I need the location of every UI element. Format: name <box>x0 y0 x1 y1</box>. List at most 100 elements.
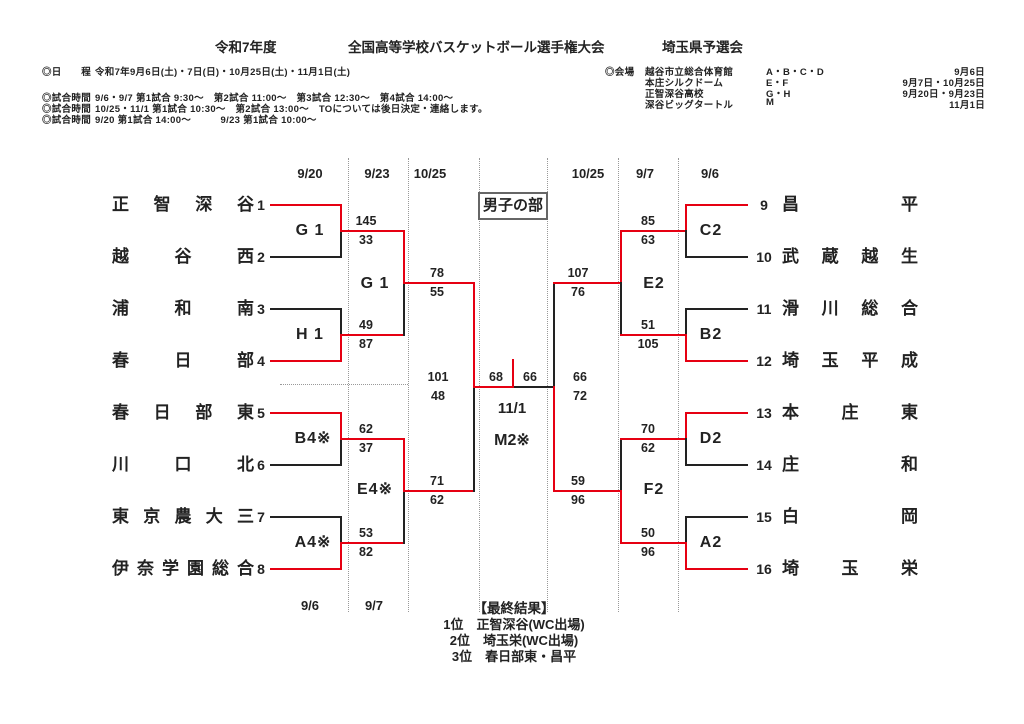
bracket-line <box>270 308 342 310</box>
bracket-line <box>687 412 748 414</box>
bracket-line <box>553 282 622 284</box>
venue-date: 9月20日・9月23日 <box>902 89 985 100</box>
game-score: 62 <box>430 493 444 507</box>
game-code: D2 <box>699 430 723 447</box>
final-score-right: 66 <box>523 370 537 384</box>
bracket-line <box>473 282 475 388</box>
gametime-text: 10/25・11/1 第1試合 10:30～ 第2試合 13:00～ TOについ… <box>95 104 488 115</box>
venue-courts: E・F <box>766 78 789 89</box>
bracket-line <box>340 412 342 440</box>
bracket-line <box>340 516 342 544</box>
column-divider <box>678 158 679 612</box>
game-score: 96 <box>571 493 585 507</box>
game-score: 66 <box>573 370 587 384</box>
game-score: 101 <box>427 370 449 384</box>
bracket-line <box>270 412 342 414</box>
team-name: 庄和 <box>782 455 918 474</box>
venue-name: 正智深谷高校 <box>645 89 704 100</box>
bracket-line <box>620 230 622 284</box>
fiscal-year-label: 令和7年度 <box>215 40 277 55</box>
bracket-line <box>685 412 687 440</box>
bracket-line <box>687 204 748 206</box>
seed-number: 14 <box>756 457 772 473</box>
seed-number: 1 <box>257 197 265 213</box>
game-score: 62 <box>641 441 655 455</box>
bracket-line <box>685 308 687 336</box>
bracket-line <box>620 230 687 232</box>
bracket-line <box>685 204 687 232</box>
column-divider <box>408 158 409 612</box>
game-score: 87 <box>359 337 373 351</box>
seed-number: 11 <box>756 301 772 317</box>
final-line <box>514 386 555 388</box>
bracket-line <box>553 282 555 388</box>
bracket-line <box>340 542 405 544</box>
game-score: 55 <box>430 285 444 299</box>
final-results-line: 1位 正智深谷(WC出場) <box>443 617 585 632</box>
venue-courts: A・B・C・D <box>766 67 825 78</box>
bracket-line <box>620 438 622 492</box>
bracket-line <box>340 438 405 440</box>
game-code: E4※ <box>357 481 393 498</box>
game-score: 76 <box>571 285 585 299</box>
bracket-line <box>687 360 748 362</box>
venue-label: ◎会場 <box>605 67 635 78</box>
team-name: 伊奈学園総合 <box>112 559 254 578</box>
gametime-label: ◎試合時間 <box>42 93 92 104</box>
column-date: 9/20 <box>297 166 323 181</box>
bracket-line <box>340 230 405 232</box>
bracket-line <box>685 334 687 362</box>
game-score: 85 <box>641 214 655 228</box>
game-code: A2 <box>699 534 723 551</box>
bracket-line <box>403 282 475 284</box>
venue-courts: G・H <box>766 89 791 100</box>
game-code: G 1 <box>360 275 390 292</box>
game-score: 62 <box>359 422 373 436</box>
venue-date: 9月7日・10月25日 <box>902 78 985 89</box>
column-divider <box>547 158 548 612</box>
bracket-line <box>270 256 342 258</box>
bracket-line <box>687 256 748 258</box>
team-name: 埼玉栄 <box>782 559 918 578</box>
bracket-line <box>270 360 342 362</box>
bracket-line <box>340 230 342 258</box>
team-name: 白岡 <box>782 507 918 526</box>
gametime-text: 9/6・9/7 第1試合 9:30～ 第2試合 11:00～ 第3試合 12:3… <box>95 93 454 104</box>
bracket-line <box>687 308 748 310</box>
seed-number: 7 <box>257 509 265 525</box>
game-code: H 1 <box>296 326 324 343</box>
seed-number: 12 <box>756 353 772 369</box>
team-name: 本庄東 <box>782 403 918 422</box>
bracket-line <box>403 490 475 492</box>
final-results-heading: 【最終結果】 <box>473 601 555 616</box>
tournament-subtitle: 埼玉県予選会 <box>662 40 743 55</box>
bracket-line <box>620 542 687 544</box>
game-code: F2 <box>643 481 665 498</box>
final-game-code: M2※ <box>494 432 530 449</box>
game-code: B4※ <box>294 430 332 447</box>
bracket-line <box>340 542 342 570</box>
bracket-line <box>685 516 687 544</box>
bracket-line <box>620 438 687 440</box>
bracket-line <box>270 568 342 570</box>
column-date: 9/23 <box>364 166 390 181</box>
final-results-line: 2位 埼玉栄(WC出場) <box>449 633 579 648</box>
game-score: 63 <box>641 233 655 247</box>
game-score: 107 <box>567 266 589 280</box>
team-name: 滑川総合 <box>782 299 918 318</box>
game-score: 96 <box>641 545 655 559</box>
gametime-label: ◎試合時間 <box>42 104 92 115</box>
seed-number: 6 <box>257 457 265 473</box>
venue-name: 本庄シルクドーム <box>645 78 724 89</box>
venue-courts: M <box>766 97 775 108</box>
final-line <box>473 386 514 388</box>
seed-number: 9 <box>760 197 768 213</box>
column-divider <box>348 158 349 612</box>
column-date: 9/6 <box>700 166 720 181</box>
column-date: 9/7 <box>635 166 655 181</box>
game-code: G 1 <box>295 222 325 239</box>
column-divider <box>618 158 619 612</box>
schedule-label: ◎日 程 <box>42 67 92 78</box>
seed-number: 3 <box>257 301 265 317</box>
team-name: 武蔵越生 <box>782 247 918 266</box>
